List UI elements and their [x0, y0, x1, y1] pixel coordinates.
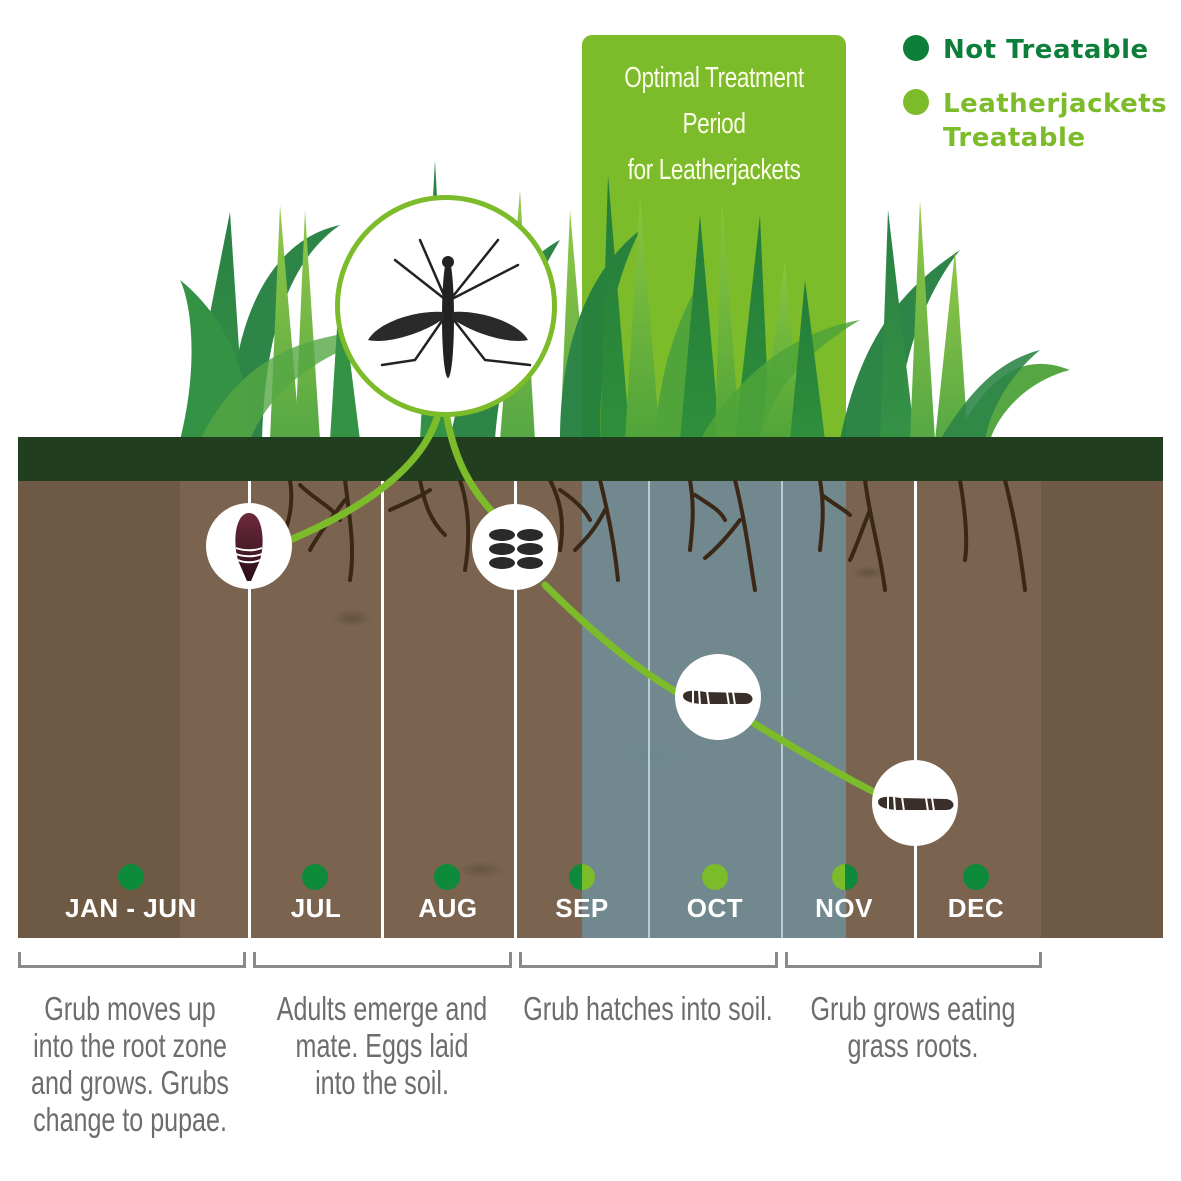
adult-crane-fly-circle — [335, 195, 557, 417]
eggs-circle — [472, 504, 558, 590]
description-sep-oct: Grub hatches into soil. — [523, 990, 773, 1027]
description-jul-aug: Adults emerge and mate. Eggs laid into t… — [276, 990, 488, 1101]
month-divider — [781, 481, 783, 938]
legend-label: Leatherjackets Treatable — [943, 89, 1168, 153]
legend-dot-dark-green-icon — [903, 35, 929, 61]
period-bracket-jan-jun — [18, 952, 246, 968]
description-nov-dec: Grub grows eating grass roots. — [810, 990, 1016, 1064]
banner-title: Optimal Treatment Period for Leatherjack… — [624, 62, 804, 186]
pupa-icon — [235, 513, 263, 581]
grub-icon — [878, 795, 954, 812]
period-bracket-jul-aug — [253, 952, 512, 968]
month-divider — [914, 481, 917, 938]
status-dot-not-treatable — [118, 864, 144, 890]
status-dot-treatable — [702, 864, 728, 890]
status-dot-not-treatable — [434, 864, 460, 890]
status-dot-not-treatable — [302, 864, 328, 890]
grass-roots — [278, 480, 1027, 592]
month-label-nov: NOV — [815, 893, 873, 923]
month-divider — [514, 481, 517, 938]
young-grub-circle — [675, 654, 761, 740]
grub-icon — [683, 689, 753, 706]
eggs-icon — [489, 529, 543, 569]
period-bracket-sep-oct — [519, 952, 778, 968]
status-dot-partial — [832, 864, 858, 890]
month-label-sep: SEP — [555, 893, 609, 923]
month-divider — [248, 481, 251, 938]
legend-dot-light-green-icon — [903, 89, 929, 115]
month-label-dec: DEC — [947, 893, 1005, 923]
crane-fly-icon — [368, 238, 532, 378]
month-divider — [381, 481, 384, 938]
ground-surface-strip — [18, 437, 1163, 481]
legend-not-treatable: Not Treatable — [903, 33, 1149, 67]
month-label-aug: AUG — [418, 893, 478, 923]
status-dot-not-treatable — [963, 864, 989, 890]
month-divider — [648, 481, 650, 938]
description-jan-jun: Grub moves up into the root zone and gro… — [31, 990, 229, 1138]
month-label-jul: JUL — [290, 893, 342, 923]
pupa-circle — [206, 503, 292, 589]
legend-label: Not Treatable — [943, 35, 1149, 65]
status-dot-partial — [569, 864, 595, 890]
month-label-jan-jun: JAN - JUN — [65, 893, 197, 923]
legend-treatable: Leatherjackets Treatable — [903, 87, 1167, 155]
grown-grub-circle — [872, 760, 958, 846]
month-label-oct: OCT — [686, 893, 744, 923]
period-bracket-nov-dec — [785, 952, 1042, 968]
